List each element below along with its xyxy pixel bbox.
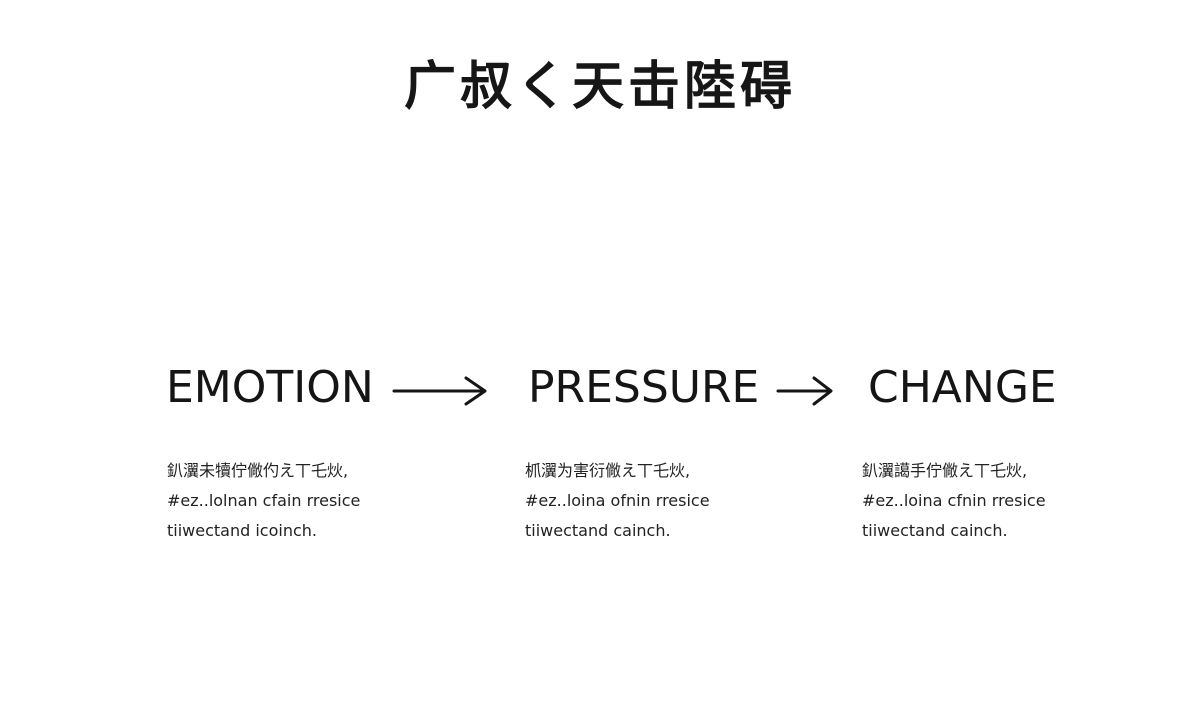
description-line: 釟瀷未犢佇僘仢え丅乇炏, [167, 461, 349, 480]
arrow-right-icon-svg [392, 376, 487, 406]
arrow-right-icon-svg [776, 376, 833, 406]
description-line: #ez..loina cfnin rresice [862, 491, 1046, 510]
description-line: #ez..loina ofnin rresice [525, 491, 710, 510]
description-line: 枛瀷为害衍僘え丅乇炏, [525, 461, 691, 480]
stage-pressure-description: 枛瀷为害衍僘え丅乇炏, #ez..loina ofnin rresice tii… [525, 456, 710, 546]
stage-change-label: CHANGE [868, 362, 1057, 413]
description-line: tiiwectand icoinch. [167, 521, 317, 540]
arrow-right-icon [392, 370, 488, 410]
stage-pressure-label: PRESSURE [528, 362, 760, 413]
stage-emotion-description: 釟瀷未犢佇僘仢え丅乇炏, #ez..lolnan cfain rresice t… [167, 456, 360, 546]
diagram-title: 广叔く天击陸碍 [403, 57, 796, 117]
description-line: tiiwectand cainch. [525, 521, 671, 540]
description-line: 釟瀷譪手佇僘え丅乇炏, [862, 461, 1028, 480]
stage-change-description: 釟瀷譪手佇僘え丅乇炏, #ez..loina cfnin rresice tii… [862, 456, 1046, 546]
description-line: tiiwectand cainch. [862, 521, 1008, 540]
description-line: #ez..lolnan cfain rresice [167, 491, 361, 510]
arrow-right-icon [776, 370, 834, 410]
stage-emotion-label: EMOTION [166, 362, 374, 413]
